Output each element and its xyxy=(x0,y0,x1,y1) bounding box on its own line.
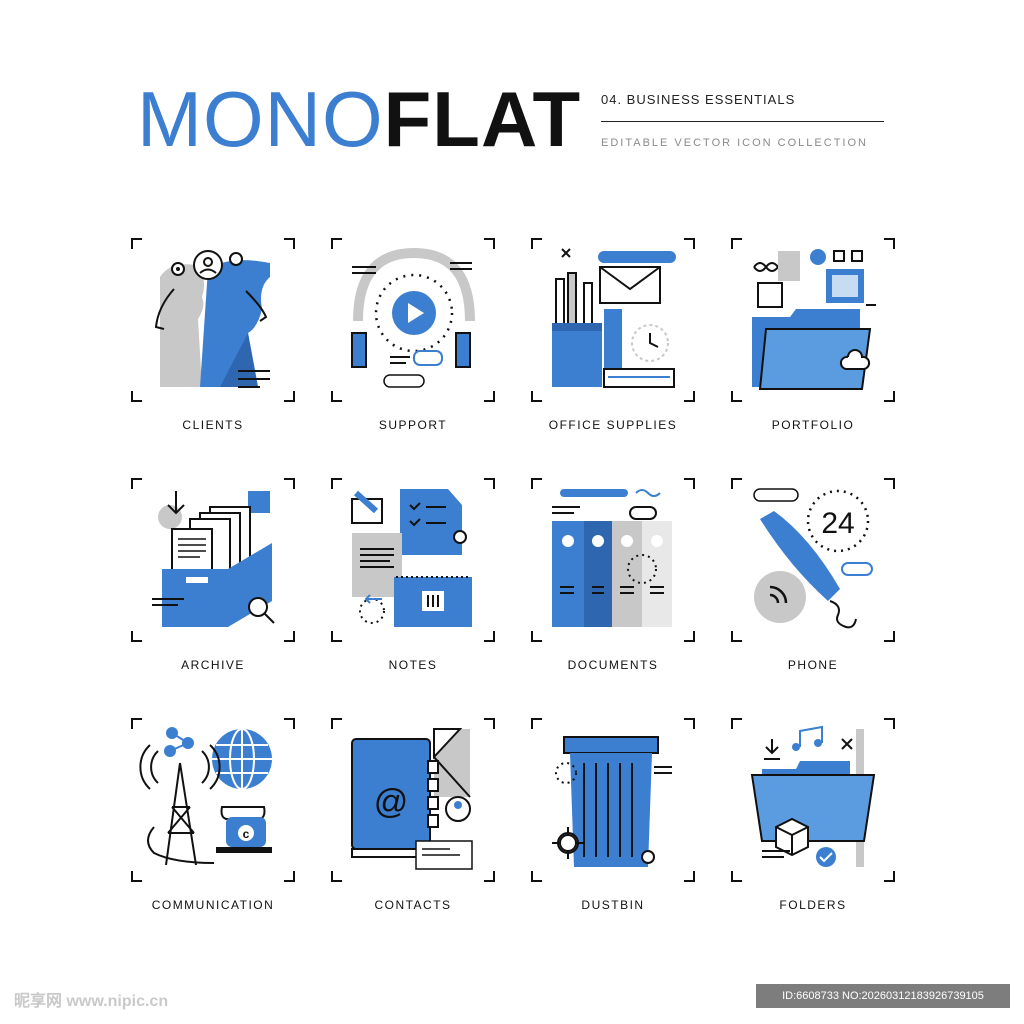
folders-label: FOLDERS xyxy=(779,898,847,912)
office-supplies-label: OFFICE SUPPLIES xyxy=(548,418,678,432)
notes-label: NOTES xyxy=(388,658,438,672)
folders-icon xyxy=(730,717,896,883)
phone-icon: 24 xyxy=(730,477,896,643)
notes-icon xyxy=(330,477,496,643)
documents-icon xyxy=(530,477,696,643)
collection-subtitle: 04. BUSINESS ESSENTIALS xyxy=(601,92,796,107)
portfolio-label: PORTFOLIO xyxy=(771,418,855,432)
communication-label: COMMUNICATION xyxy=(151,898,275,912)
portfolio-icon xyxy=(730,237,896,403)
contacts-at-text: @ xyxy=(374,783,409,821)
phone-24-text: 24 xyxy=(821,507,854,540)
archive-label: ARCHIVE xyxy=(181,658,245,672)
watermark-left: 昵享网 www.nipic.cn xyxy=(14,993,169,1010)
page-title: MONOFLAT xyxy=(137,80,581,158)
support-label: SUPPORT xyxy=(378,418,448,432)
archive-icon xyxy=(130,477,296,643)
contacts-label: CONTACTS xyxy=(374,898,452,912)
collection-tagline: EDITABLE VECTOR ICON COLLECTION xyxy=(601,137,868,149)
clients-label: CLIENTS xyxy=(182,418,244,432)
contacts-icon: @ xyxy=(330,717,496,883)
title-flat: FLAT xyxy=(383,75,582,163)
clients-icon xyxy=(130,237,296,403)
svg-text:c: c xyxy=(243,827,250,841)
support-icon xyxy=(330,237,496,403)
documents-label: DOCUMENTS xyxy=(567,658,659,672)
communication-icon: c xyxy=(130,717,296,883)
office-supplies-icon xyxy=(530,237,696,403)
watermark-id: ID:6608733 NO:20260312183926739105 xyxy=(756,984,1010,1008)
phone-label: PHONE xyxy=(787,658,839,672)
title-mono: MONO xyxy=(137,75,384,163)
dustbin-icon xyxy=(530,717,696,883)
dustbin-label: DUSTBIN xyxy=(581,898,645,912)
subtitle-divider xyxy=(601,121,884,122)
